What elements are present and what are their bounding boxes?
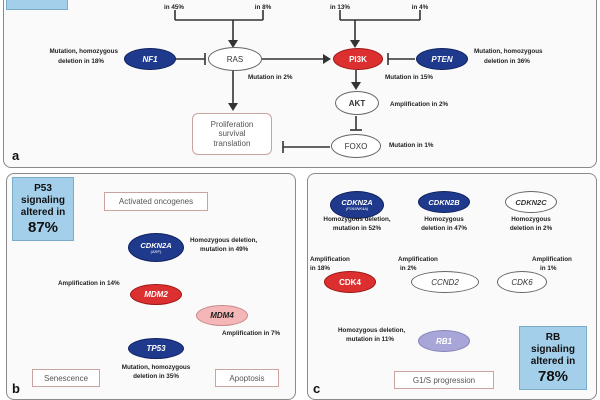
ccnd2-label-line1: Amplification xyxy=(398,256,438,263)
foxo-label: Mutation in 1% xyxy=(389,142,434,149)
proliferation-line1: Proliferation xyxy=(210,119,254,129)
cdkn2b-label-line2: deletion in 47% xyxy=(421,225,467,232)
mdm2-label: Amplification in 14% xyxy=(58,280,120,287)
cdk6-label-line1: Amplification xyxy=(532,256,572,263)
rb-callout-line4: 78% xyxy=(537,367,569,385)
rb1-label-line1: Homozygous deletion, xyxy=(338,327,406,334)
cdkn2a-p16-label: CDKN2A xyxy=(341,198,373,207)
proliferation-line3: translation xyxy=(213,138,251,148)
panel-b-letter: b xyxy=(12,381,20,396)
cdk6-node: CDK6 xyxy=(497,271,547,293)
rb-callout-line2: signaling xyxy=(531,343,575,355)
akt-node: AKT xyxy=(335,91,379,115)
top-label-4: in 4% xyxy=(411,4,429,11)
ras-node: RAS xyxy=(208,47,262,71)
pi3k-label: Mutation in 15% xyxy=(385,74,433,81)
cdkn2b-node: CDKN2B xyxy=(418,191,470,213)
p53-callout-line3: altered in xyxy=(20,206,66,218)
cdkn2c-label-line1: Homozygous xyxy=(511,216,551,223)
cdk4-label-line2: in 18% xyxy=(310,265,330,272)
cdkn2a-c-label-line1: Homozygous deletion, xyxy=(323,216,391,223)
p53-callout-line1: P53 xyxy=(34,182,52,194)
cdk4-node: CDK4 xyxy=(324,271,376,293)
cdkn2c-label-line2: deletion in 2% xyxy=(509,225,553,232)
rb1-node: RB1 xyxy=(418,330,470,352)
panel-a xyxy=(3,0,597,168)
ras-label: Mutation in 2% xyxy=(248,74,293,81)
cdkn2a-b-label-line1: Homozygous deletion, xyxy=(190,237,258,244)
mdm4-label: Amplification in 7% xyxy=(222,330,281,337)
panel-a-callout-remnant xyxy=(6,0,68,10)
tp53-node: TP53 xyxy=(128,338,184,359)
activated-oncogenes-box: Activated oncogenes xyxy=(104,192,208,211)
nf1-node: NF1 xyxy=(124,48,176,70)
cdk4-label-line1: Amplification xyxy=(310,256,350,263)
cdkn2c-node: CDKN2C xyxy=(505,191,557,213)
cdkn2a-p16-sub: (P16/INK4A) xyxy=(345,206,369,211)
top-label-2: in 8% xyxy=(254,4,272,11)
panel-c-letter: c xyxy=(313,381,321,396)
mdm4-node: MDM4 xyxy=(196,305,248,326)
pten-label-line1: Mutation, homozygous xyxy=(474,48,543,55)
cdkn2a-arf-label: CDKN2A xyxy=(140,240,172,250)
rb-callout-line3: altered in xyxy=(530,355,576,367)
rb-callout: RB signaling altered in 78% xyxy=(519,326,587,390)
cdk6-label-line2: in 1% xyxy=(540,265,557,272)
ccnd2-node: CCND2 xyxy=(411,271,479,293)
cdkn2b-label-line1: Homozygous xyxy=(424,216,464,223)
akt-label: Amplification in 2% xyxy=(390,101,449,108)
cdkn2a-arf-node: CDKN2A (ARF) xyxy=(128,233,184,262)
top-label-3: in 13% xyxy=(330,4,350,11)
mdm2-node: MDM2 xyxy=(130,284,182,305)
tp53-label-line2: deletion in 35% xyxy=(133,373,179,380)
proliferation-line2: survival xyxy=(218,129,246,139)
ccnd2-label-line2: in 2% xyxy=(400,265,417,272)
cdkn2a-p16-node: CDKN2A (P16/INK4A) xyxy=(330,191,384,219)
pten-label-line2: deletion in 36% xyxy=(484,58,530,65)
p53-callout: P53 signaling altered in 87% xyxy=(12,177,74,241)
rb-callout-line1: RB xyxy=(545,331,561,343)
nf1-label-line1: Mutation, homozygous xyxy=(49,48,118,55)
pi3k-node: PI3K xyxy=(333,48,383,70)
apoptosis-box: Apoptosis xyxy=(215,369,279,387)
panel-a-letter: a xyxy=(12,148,20,163)
tp53-label-line1: Mutation, homozygous xyxy=(121,364,191,371)
cdkn2a-arf-sub: (ARF) xyxy=(150,248,162,254)
cdkn2a-b-label-line2: mutation in 49% xyxy=(200,246,249,253)
proliferation-box: Proliferation survival translation xyxy=(192,113,272,155)
cdkn2a-c-label-line2: mutation in 52% xyxy=(332,225,382,232)
pten-node: PTEN xyxy=(416,48,468,70)
rb1-label-line2: mutation in 11% xyxy=(346,336,394,343)
senescence-box: Senescence xyxy=(32,369,100,387)
foxo-node: FOXO xyxy=(331,134,381,158)
p53-callout-line4: 87% xyxy=(27,218,59,236)
p53-callout-line2: signaling xyxy=(21,194,65,206)
top-label-1: in 45% xyxy=(164,4,184,11)
nf1-label-line2: deletion in 18% xyxy=(58,58,104,65)
g1s-progression-box: G1/S progression xyxy=(394,371,494,389)
